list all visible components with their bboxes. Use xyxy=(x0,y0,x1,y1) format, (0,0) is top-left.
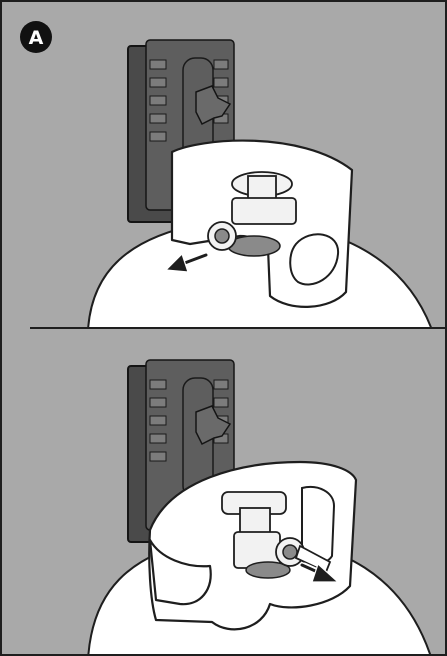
letter-a-badge: A xyxy=(20,21,52,53)
badge-label: A xyxy=(29,27,44,49)
